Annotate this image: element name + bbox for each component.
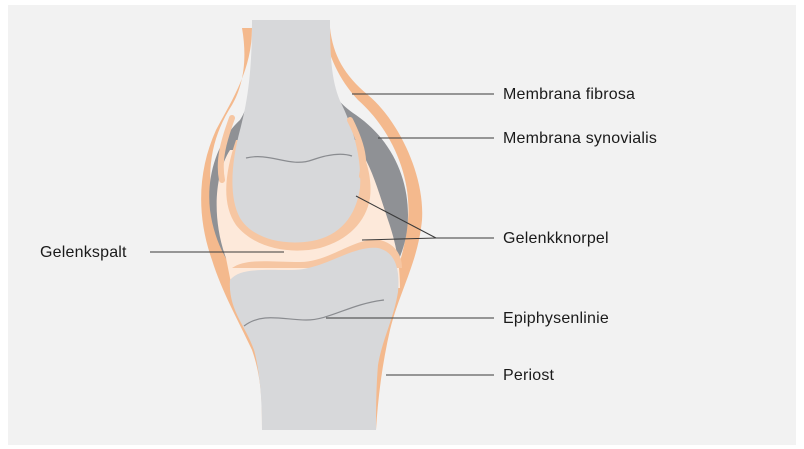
upper-bone-shape: [232, 20, 360, 242]
label-gelenkknorpel: Gelenkknorpel: [503, 229, 609, 249]
label-membrana-synovialis: Membrana synovialis: [503, 129, 657, 149]
label-periost: Periost: [503, 366, 554, 386]
lower-bone-shape: [230, 248, 399, 430]
label-epiphysenlinie: Epiphysenlinie: [503, 309, 609, 329]
label-gelenkspalt: Gelenkspalt: [40, 243, 127, 263]
label-membrana-fibrosa: Membrana fibrosa: [503, 85, 635, 105]
